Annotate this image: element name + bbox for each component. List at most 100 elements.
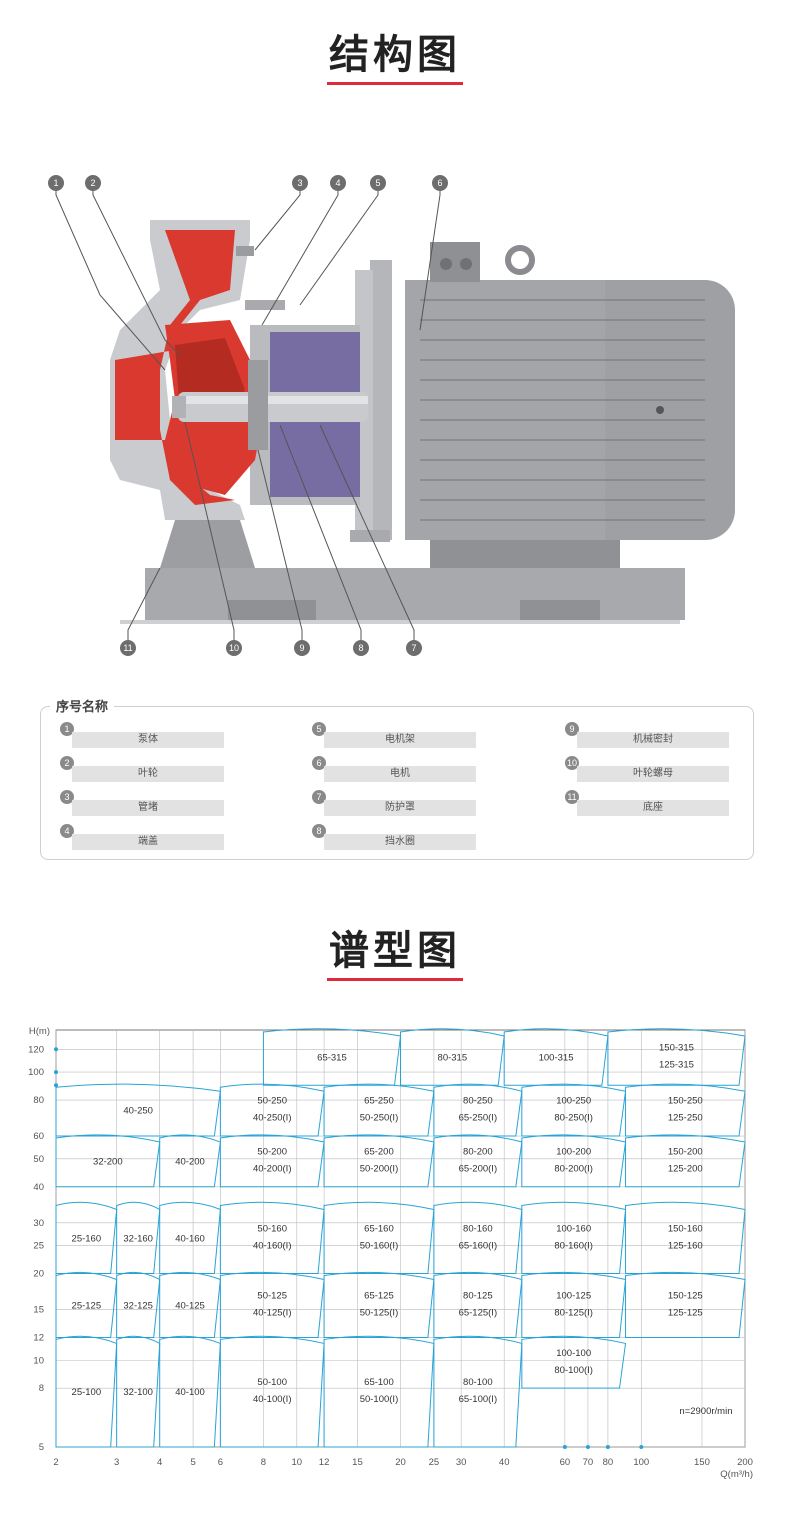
- model-label: 50-125(I): [360, 1307, 399, 1318]
- model-label: 80-125: [463, 1290, 493, 1301]
- model-label: 50-200: [257, 1146, 287, 1157]
- x-tick-label: 8: [261, 1457, 266, 1468]
- x-tick-label: 200: [737, 1457, 753, 1468]
- y-tick-label: 20: [33, 1269, 44, 1280]
- x-tick-label: 3: [114, 1457, 119, 1468]
- speed-note: n=2900r/min: [679, 1406, 732, 1417]
- model-label: 100-250: [556, 1096, 591, 1107]
- x-tick-label: 12: [319, 1457, 330, 1468]
- model-region: [219, 1201, 325, 1275]
- model-label: 50-250: [257, 1096, 287, 1107]
- model-region: [521, 1201, 627, 1275]
- model-region: [433, 1083, 523, 1137]
- callout-1: 1: [53, 178, 58, 188]
- y-tick-label: 80: [33, 1095, 44, 1106]
- model-label: 50-100: [257, 1377, 287, 1388]
- x-tick-label: 20: [395, 1457, 406, 1468]
- spectrum-title-underline: [327, 978, 463, 981]
- model-label: 80-250: [463, 1096, 493, 1107]
- model-label: 40-200: [175, 1156, 205, 1167]
- y-tick-label: 60: [33, 1131, 44, 1142]
- model-region: [55, 1335, 118, 1448]
- callout-8: 8: [358, 643, 363, 653]
- model-label: 65-125(I): [459, 1307, 498, 1318]
- model-region: [400, 1028, 505, 1086]
- callout-4: 4: [335, 178, 340, 188]
- y-tick-label: 25: [33, 1241, 44, 1252]
- x-tick-label: 80: [603, 1457, 614, 1468]
- model-region: [521, 1271, 627, 1338]
- model-label: 80-160: [463, 1224, 493, 1235]
- model-label: 80-100(I): [554, 1365, 593, 1376]
- model-region: [55, 1271, 118, 1338]
- model-label: 32-160: [123, 1234, 153, 1245]
- legend-label: 底座: [577, 800, 729, 816]
- model-region: [55, 1201, 118, 1275]
- model-region: [607, 1028, 746, 1086]
- x-tick-label: 15: [352, 1457, 363, 1468]
- model-label: 65-200(I): [459, 1163, 498, 1174]
- model-label: 65-100(I): [459, 1394, 498, 1405]
- legend-number: 11: [565, 790, 579, 804]
- model-region: [323, 1134, 435, 1188]
- legend-label: 泵体: [72, 732, 224, 748]
- model-label: 25-160: [72, 1234, 102, 1245]
- model-region: [323, 1335, 435, 1448]
- x-tick-label: 6: [218, 1457, 223, 1468]
- model-region: [433, 1271, 523, 1338]
- model-region: [433, 1201, 523, 1275]
- model-label: 25-125: [72, 1300, 102, 1311]
- model-region: [323, 1271, 435, 1338]
- x-tick-label: 4: [157, 1457, 162, 1468]
- y-tick-label: 40: [33, 1182, 44, 1193]
- model-label: 65-250: [364, 1096, 394, 1107]
- legend-label: 电机架: [324, 732, 476, 748]
- model-region: [323, 1201, 435, 1275]
- terminal-box: [430, 242, 480, 282]
- y-tick-label: 30: [33, 1218, 44, 1229]
- model-label: 80-160(I): [554, 1241, 593, 1252]
- model-label: 150-250: [668, 1096, 703, 1107]
- model-label: 80-315: [438, 1053, 468, 1064]
- callout-11: 11: [123, 643, 132, 653]
- model-label: 65-315: [317, 1053, 347, 1064]
- model-label: 40-250(I): [253, 1113, 292, 1124]
- model-region: [503, 1028, 609, 1086]
- legend-label: 电机: [324, 766, 476, 782]
- callout-7: 7: [411, 643, 416, 653]
- model-label: 80-250(I): [554, 1113, 593, 1124]
- model-region: [262, 1028, 402, 1086]
- model-region: [521, 1083, 627, 1137]
- legend-label: 叶轮螺母: [577, 766, 729, 782]
- spectrum-title: 谱型图: [329, 929, 461, 973]
- y-tick-label: 120: [28, 1044, 44, 1055]
- model-label: 40-125: [175, 1300, 205, 1311]
- model-label: 50-160: [257, 1224, 287, 1235]
- callout-2: 2: [90, 178, 95, 188]
- model-label: 40-100: [175, 1387, 205, 1398]
- model-region: [521, 1335, 627, 1389]
- legend-number: 6: [312, 756, 326, 770]
- callout-9: 9: [299, 643, 304, 653]
- legend-label: 机械密封: [577, 732, 729, 748]
- axis-marker: [639, 1445, 644, 1449]
- callout-5: 5: [375, 178, 380, 188]
- pump-foot: [160, 520, 255, 568]
- callout-3: 3: [297, 178, 302, 188]
- legend-number: 1: [60, 722, 74, 736]
- y-tick-label: 5: [39, 1442, 44, 1453]
- model-region: [159, 1335, 221, 1448]
- model-label: 50-200(I): [360, 1163, 399, 1174]
- y-axis-label: H(m): [29, 1026, 50, 1037]
- model-label: 32-200: [93, 1156, 123, 1167]
- pump-structure-diagram: 1 2 3 4 5 6 7 8 9 10 11: [48, 175, 735, 656]
- x-tick-label: 30: [456, 1457, 467, 1468]
- model-label: 150-125: [668, 1290, 703, 1301]
- model-region: [433, 1335, 523, 1448]
- model-label: 50-250(I): [360, 1113, 399, 1124]
- model-label: 100-125: [556, 1290, 591, 1301]
- model-region: [116, 1335, 161, 1448]
- model-label: 32-100: [123, 1387, 153, 1398]
- model-label: 32-125: [123, 1300, 153, 1311]
